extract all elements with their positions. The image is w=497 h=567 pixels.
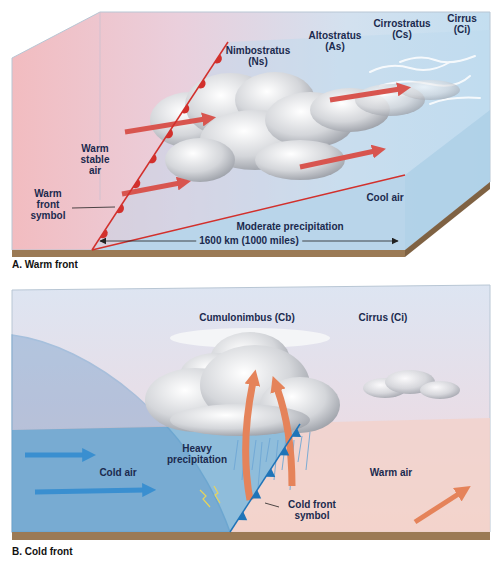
warm-front-symbol <box>92 42 228 250</box>
precipitation-streaks <box>258 442 262 488</box>
cold-front-block <box>12 285 490 532</box>
cirrus-wisps <box>370 62 450 72</box>
panel-caption: A. Warm front <box>12 259 78 270</box>
lightning-streaks <box>200 490 210 507</box>
warm-front-symbol <box>92 42 228 250</box>
warm-front-symbol <box>149 154 156 163</box>
frontal-surface-line <box>92 175 405 250</box>
ground <box>12 532 490 540</box>
warm-front-block <box>92 175 405 250</box>
precipitation-streaks <box>266 438 270 462</box>
cold-front-symbol <box>292 428 301 437</box>
cold-air-arrows <box>35 490 145 492</box>
dimension-label: 1600 km (1000 miles) <box>196 235 302 246</box>
precipitation-streaks <box>252 440 256 470</box>
nimbostratus-cloud <box>400 80 460 100</box>
warm-front-symbol <box>198 79 205 88</box>
frontal-surface-line <box>92 175 405 250</box>
warm-air-arrows <box>122 183 180 194</box>
air-mass-label: Cool air <box>366 192 403 203</box>
cold-air-arrows <box>25 453 85 458</box>
cloud-label: Nimbostratus (Ns) <box>220 45 296 67</box>
cloud-label: Cirrus (Ci) <box>442 13 482 35</box>
lightning-streaks <box>214 486 220 503</box>
nimbostratus-cloud <box>150 72 460 182</box>
cloud-label: Altostratus (As) <box>302 30 368 52</box>
warm-front-block <box>405 110 490 250</box>
panel-caption: B. Cold front <box>12 546 73 557</box>
rising-air-arrows <box>277 388 292 486</box>
ground <box>12 532 490 540</box>
warm-front-symbol <box>133 179 140 188</box>
leader-line <box>265 503 279 507</box>
cold-front-symbol <box>266 468 275 477</box>
cold-front-symbol <box>252 490 261 499</box>
air-mass-label: Warm stable air <box>75 143 115 176</box>
warm-front-block <box>12 12 490 250</box>
precipitation-streaks <box>298 436 302 462</box>
warm-front-symbol <box>182 104 189 113</box>
leader-line <box>72 207 115 208</box>
warm-front-block <box>12 12 490 250</box>
small-clouds <box>363 370 460 399</box>
air-mass-label: Cold air <box>99 467 136 478</box>
warm-air-arrows <box>300 151 375 167</box>
warm-front-symbol <box>214 54 221 63</box>
cold-air-arrows <box>25 455 145 492</box>
cold-front-symbol <box>280 447 289 456</box>
symbol-label: Cold front symbol <box>281 499 343 521</box>
cloud-label: Cumulonimbus (Cb) <box>199 312 295 323</box>
cold-front-block <box>12 285 490 532</box>
warm-front-symbol <box>117 204 124 213</box>
ground <box>405 182 490 257</box>
small-clouds <box>420 381 460 399</box>
precipitation-streaks <box>234 440 238 470</box>
cloud-label: Cirrostratus (Cs) <box>367 18 437 40</box>
nimbostratus-cloud <box>165 138 235 182</box>
rising-air-arrows <box>246 382 460 522</box>
leader-line <box>72 207 115 208</box>
precipitation-streaks <box>306 432 310 470</box>
ground <box>12 182 490 257</box>
symbol-label: Warm front symbol <box>26 188 70 221</box>
precipitation-label: Heavy precipitation <box>161 443 233 465</box>
cirrus-wisps <box>400 56 475 62</box>
rising-air-arrows <box>415 493 460 522</box>
cold-front-symbol <box>230 424 300 532</box>
cloud-label: Cirrus (Ci) <box>359 312 408 323</box>
leader-line <box>265 503 279 507</box>
cold-front-symbol <box>230 424 301 532</box>
lightning-streaks <box>200 486 220 507</box>
warm-front-symbol <box>166 129 173 138</box>
ground <box>12 250 405 257</box>
rising-air-arrows <box>246 382 253 500</box>
warm-air-arrows <box>125 119 205 132</box>
warm-air-arrows <box>330 89 400 100</box>
precipitation-label: Moderate precipitation <box>236 221 343 232</box>
warm-front-symbol <box>100 229 107 238</box>
warm-front-block <box>92 30 490 250</box>
cold-front-symbol <box>238 512 247 521</box>
air-mass-label: Warm air <box>370 467 412 478</box>
cumulonimbus-cloud <box>145 328 340 436</box>
